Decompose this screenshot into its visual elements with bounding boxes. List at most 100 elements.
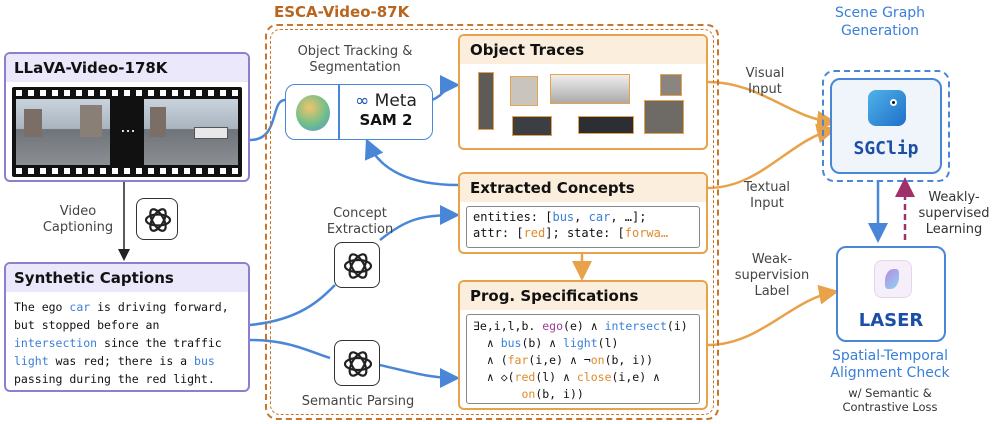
keyword-span: light	[563, 336, 598, 350]
prog-spec-title: Prog. Specifications	[460, 282, 706, 310]
text-span: (b, i))	[604, 353, 654, 367]
sg-generation-label: Scene Graph Generation	[834, 5, 926, 39]
llava-box: LLaVA-Video-178K ...	[4, 52, 250, 182]
arrow-concepts-to-sam	[364, 138, 459, 187]
arrow-weak-label	[707, 284, 839, 347]
keyword-span: on	[590, 353, 605, 367]
keyword-span: red	[514, 370, 536, 384]
keyword-span: car	[588, 210, 611, 224]
text-span: (i)	[666, 319, 688, 333]
text-span: is driving forward, but stopped before a…	[14, 300, 229, 332]
laser-box: LASER	[836, 246, 946, 342]
keyword-span: bus	[500, 336, 522, 350]
keyword-span: bus	[552, 210, 575, 224]
spec-line: ∧ (far(i,e) ∧ ¬on(b, i))	[473, 352, 693, 369]
arrow-captions-to-concepts	[249, 215, 455, 327]
concepts-code: entities: [bus, car, …]; attr: [red]; st…	[466, 206, 700, 248]
weak-supervision-label: Weak- supervision Label	[734, 252, 810, 299]
spec-lines: ∃e,i,l,b. ego(e) ∧ intersect(i) ∧ bus(b)…	[467, 315, 699, 406]
concept-extraction-label: Concept Extraction	[326, 206, 394, 237]
caption-text: The ego car is driving forward, but stop…	[6, 292, 248, 394]
dataset-container-inner	[270, 29, 714, 415]
synthetic-captions-box: Synthetic Captions The ego car is drivin…	[4, 262, 250, 392]
keyword-span: red	[523, 226, 546, 240]
openai-icon	[144, 208, 172, 232]
laser-name: LASER	[858, 310, 924, 331]
text-span: (l) ∧	[535, 370, 577, 384]
object-traces-box: Object Traces	[458, 34, 708, 150]
filmstrip: ...	[12, 87, 242, 177]
keyword-span: intersection	[14, 336, 98, 350]
text-span: was red; there is a	[48, 354, 195, 368]
mascot-icon	[285, 84, 339, 140]
extracted-concepts-box: Extracted Concepts entities: [bus, car, …	[458, 172, 708, 254]
keyword-span: car	[69, 300, 91, 314]
arrow-sam-to-traces	[431, 75, 460, 102]
keyword-span: intersect	[604, 319, 667, 333]
arrow-captions-to-parsing	[249, 338, 455, 378]
laser-logo-icon	[874, 260, 912, 298]
weakly-supervised-label: Weakly- supervised Learning	[918, 190, 990, 237]
synthetic-title: Synthetic Captions	[6, 264, 248, 292]
text-span: ∃e,i,l,b.	[473, 319, 543, 333]
arrow-video-to-sam	[249, 98, 286, 142]
keyword-span: bus	[194, 354, 215, 368]
sgclip-name: SGClip	[853, 138, 919, 159]
text-span: passing during the red light.	[14, 372, 215, 386]
gpt-icon-concepts	[334, 242, 380, 288]
sam-group: ∞ Meta SAM 2	[285, 84, 433, 140]
gpt-icon-captioning	[136, 198, 178, 240]
keyword-span: far	[507, 353, 529, 367]
film-perforations-top	[16, 90, 238, 96]
semantic-parsing-label: Semantic Parsing	[301, 394, 415, 409]
meta-brand: Meta	[374, 91, 417, 111]
sgclip-box: SGClip	[830, 78, 942, 174]
sgclip-fish-icon	[868, 90, 906, 126]
infinity-icon: ∞	[355, 91, 370, 111]
openai-icon	[343, 253, 373, 279]
text-span: ∧	[473, 336, 501, 350]
text-span: (e) ∧	[563, 319, 605, 333]
visual-input-label: Visual Input	[745, 66, 785, 97]
text-span: (i,e) ∧	[611, 370, 660, 384]
tracking-label: Object Tracking & Segmentation	[297, 44, 413, 75]
captioning-label: Video Captioning	[42, 204, 114, 235]
spec-line: ∧ bus(b) ∧ light(l)	[473, 335, 693, 352]
gpt-icon-parsing	[334, 340, 380, 386]
video-frame-ellipsis: ...	[120, 117, 136, 136]
text-span: (b) ∧	[521, 336, 564, 350]
text-span: The ego	[14, 300, 70, 314]
text-span: , …];	[610, 210, 647, 224]
text-span: (l)	[597, 336, 619, 350]
video-frame-left	[16, 99, 110, 165]
keyword-span: forwa…	[624, 226, 669, 240]
spec-line: on(b, i))	[473, 386, 693, 403]
alignment-subtitle: w/ Semantic & Contrastive Loss	[842, 386, 938, 414]
text-span: ∧ ◇(	[473, 370, 515, 384]
text-span: (i,e) ∧ ¬	[528, 353, 591, 367]
dataset-title: ESCA-Video-87K	[274, 3, 410, 21]
concepts-line-entities: entities: [bus, car, …];	[467, 207, 699, 224]
text-span: attr: [	[473, 226, 524, 240]
openai-icon	[343, 351, 373, 377]
text-span: ]; state: [	[545, 226, 625, 240]
arrow-visual-input	[707, 80, 837, 131]
meta-logo: ∞ Meta	[340, 91, 432, 111]
text-span: since the traffic	[97, 336, 222, 350]
sgclip-outer	[822, 70, 950, 182]
textual-input-label: Textual Input	[743, 180, 791, 211]
spec-code: ∃e,i,l,b. ego(e) ∧ intersect(i) ∧ bus(b)…	[466, 314, 700, 404]
spec-line: ∃e,i,l,b. ego(e) ∧ intersect(i)	[473, 318, 693, 335]
extracted-concepts-title: Extracted Concepts	[460, 174, 706, 202]
text-span: (b, i))	[535, 387, 584, 401]
film-perforations-bottom	[16, 168, 238, 174]
arrow-textual-input	[707, 123, 837, 190]
text-span: ∧ (	[473, 353, 508, 367]
keyword-span: close	[576, 370, 612, 384]
text-span	[473, 387, 521, 401]
keyword-span: ego	[542, 319, 564, 333]
object-traces-title: Object Traces	[460, 36, 706, 64]
sam-product: SAM 2	[359, 111, 413, 129]
llava-title: LLaVA-Video-178K	[6, 54, 248, 82]
